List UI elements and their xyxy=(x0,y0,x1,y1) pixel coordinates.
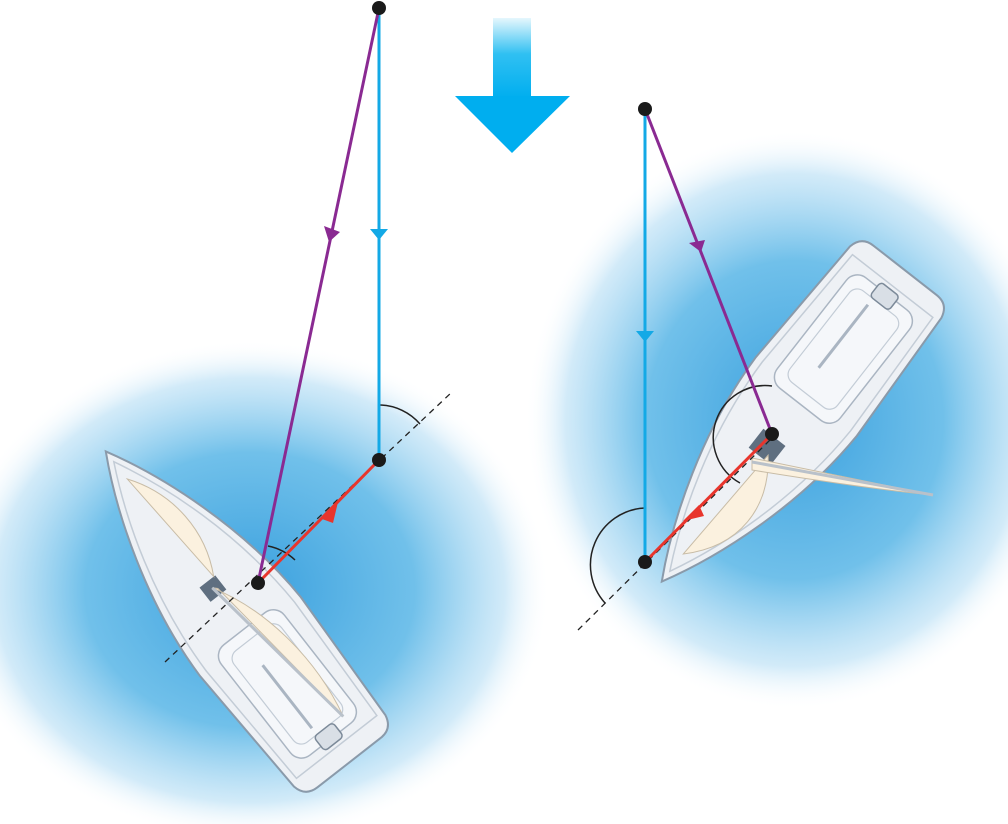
point-right-top xyxy=(638,102,652,116)
apparent-wind-vector-right xyxy=(643,108,774,435)
boat-velocity-vector-left xyxy=(256,458,381,585)
point-left-top xyxy=(372,1,386,15)
wind-direction-arrow-icon xyxy=(455,18,570,153)
apparent-wind-vector-left xyxy=(256,7,381,584)
point-right-mast xyxy=(765,427,779,441)
angle-arc-left xyxy=(379,404,421,425)
heading-line-right xyxy=(577,437,773,631)
point-left-mast xyxy=(251,576,265,590)
vectors-left xyxy=(164,1,453,663)
point-left-bow xyxy=(372,453,386,467)
boat-left xyxy=(104,449,389,793)
point-right-bow xyxy=(638,555,652,569)
boat-velocity-vector-right xyxy=(643,432,774,564)
sail-jib-left xyxy=(125,478,215,579)
angle-arc-right xyxy=(589,507,646,604)
vectors-right xyxy=(577,102,779,631)
boat-right xyxy=(660,240,945,584)
